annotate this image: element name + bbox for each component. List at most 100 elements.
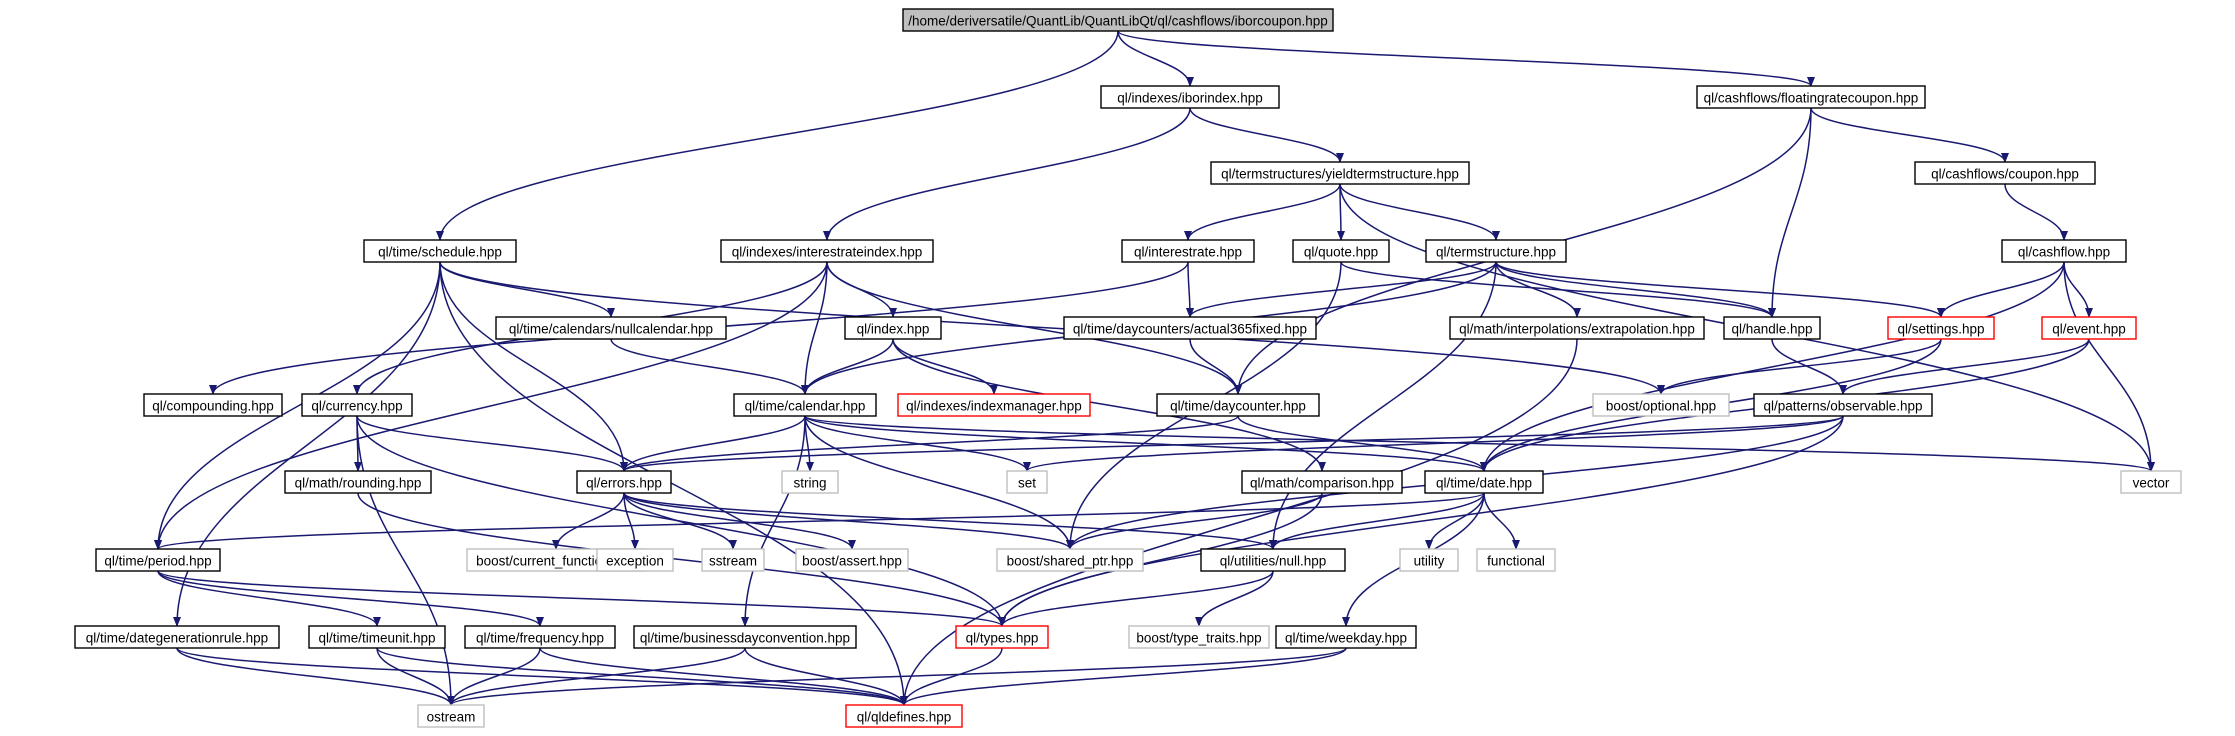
node-box-errors[interactable]	[576, 470, 672, 494]
node-types[interactable]: ql/types.hpp	[955, 625, 1049, 649]
node-box-utility[interactable]	[1399, 548, 1459, 572]
node-timeunit[interactable]: ql/time/timeunit.hpp	[308, 625, 446, 649]
node-box-shared_ptr[interactable]	[996, 548, 1144, 572]
node-box-index[interactable]	[844, 316, 942, 340]
node-indexmanager[interactable]: ql/indexes/indexmanager.hpp	[897, 393, 1091, 417]
node-extrapolation[interactable]: ql/math/interpolations/extrapolation.hpp	[1449, 316, 1705, 340]
node-weekday[interactable]: ql/time/weekday.hpp	[1275, 625, 1417, 649]
node-label-weekday: ql/time/weekday.hpp	[1285, 631, 1407, 646]
node-box-calendar[interactable]	[733, 393, 877, 417]
node-box-indexmanager[interactable]	[897, 393, 1091, 417]
node-box-sstream[interactable]	[701, 548, 765, 572]
node-box-quote[interactable]	[1292, 239, 1390, 263]
node-box-cashflow[interactable]	[2001, 239, 2127, 263]
node-box-currency[interactable]	[301, 393, 413, 417]
node-termstructure[interactable]: ql/termstructure.hpp	[1425, 239, 1567, 263]
node-box-types[interactable]	[955, 625, 1049, 649]
node-null[interactable]: ql/utilities/null.hpp	[1200, 548, 1346, 572]
node-compounding[interactable]: ql/compounding.hpp	[143, 393, 283, 417]
node-set[interactable]: set	[1006, 470, 1048, 494]
node-box-floatingratecoupon[interactable]	[1696, 85, 1926, 109]
node-box-nullcalendar[interactable]	[495, 316, 727, 340]
node-box-optional[interactable]	[1592, 393, 1730, 417]
node-box-root[interactable]	[902, 8, 1334, 32]
node-string[interactable]: string	[781, 470, 839, 494]
node-assert[interactable]: boost/assert.hpp	[795, 548, 909, 572]
node-coupon[interactable]: ql/cashflows/coupon.hpp	[1914, 161, 2096, 185]
node-actual365fixed[interactable]: ql/time/daycounters/actual365fixed.hpp	[1063, 316, 1317, 340]
node-box-interestrate[interactable]	[1121, 239, 1255, 263]
node-box-event[interactable]	[2041, 316, 2137, 340]
node-label-daycounter: ql/time/daycounter.hpp	[1170, 399, 1306, 414]
node-box-settings[interactable]	[1887, 316, 1995, 340]
node-comparison[interactable]: ql/math/comparison.hpp	[1241, 470, 1403, 494]
node-functional[interactable]: functional	[1476, 548, 1556, 572]
node-qldefines[interactable]: ql/qldefines.hpp	[845, 704, 963, 728]
node-currency[interactable]: ql/currency.hpp	[301, 393, 413, 417]
node-vector[interactable]: vector	[2120, 470, 2182, 494]
node-box-daycounter[interactable]	[1156, 393, 1320, 417]
node-box-string[interactable]	[781, 470, 839, 494]
node-exception[interactable]: exception	[596, 548, 674, 572]
node-box-interestrateindex[interactable]	[720, 239, 934, 263]
node-box-iborindex[interactable]	[1100, 85, 1280, 109]
node-index[interactable]: ql/index.hpp	[844, 316, 942, 340]
node-yieldtermstructure[interactable]: ql/termstructures/yieldtermstructure.hpp	[1210, 161, 1470, 185]
node-box-comparison[interactable]	[1241, 470, 1403, 494]
node-settings[interactable]: ql/settings.hpp	[1887, 316, 1995, 340]
node-box-set[interactable]	[1006, 470, 1048, 494]
node-box-timeunit[interactable]	[308, 625, 446, 649]
node-box-type_traits[interactable]	[1128, 625, 1270, 649]
node-optional[interactable]: boost/optional.hpp	[1592, 393, 1730, 417]
node-interestrateindex[interactable]: ql/indexes/interestrateindex.hpp	[720, 239, 934, 263]
node-utility[interactable]: utility	[1399, 548, 1459, 572]
node-root[interactable]: /home/deriversatile/QuantLib/QuantLibQt/…	[902, 8, 1334, 32]
node-box-assert[interactable]	[795, 548, 909, 572]
node-handle[interactable]: ql/handle.hpp	[1723, 316, 1821, 340]
node-box-qldefines[interactable]	[845, 704, 963, 728]
node-shared_ptr[interactable]: boost/shared_ptr.hpp	[996, 548, 1144, 572]
node-box-observable[interactable]	[1753, 393, 1933, 417]
node-box-yieldtermstructure[interactable]	[1210, 161, 1470, 185]
node-box-compounding[interactable]	[143, 393, 283, 417]
node-box-handle[interactable]	[1723, 316, 1821, 340]
node-dategenerationrule[interactable]: ql/time/dategenerationrule.hpp	[74, 625, 280, 649]
node-errors[interactable]: ql/errors.hpp	[576, 470, 672, 494]
node-box-rounding[interactable]	[284, 470, 432, 494]
node-box-frequency[interactable]	[464, 625, 616, 649]
node-box-date[interactable]	[1424, 470, 1544, 494]
node-nullcalendar[interactable]: ql/time/calendars/nullcalendar.hpp	[495, 316, 727, 340]
node-observable[interactable]: ql/patterns/observable.hpp	[1753, 393, 1933, 417]
node-type_traits[interactable]: boost/type_traits.hpp	[1128, 625, 1270, 649]
node-quote[interactable]: ql/quote.hpp	[1292, 239, 1390, 263]
node-cashflow[interactable]: ql/cashflow.hpp	[2001, 239, 2127, 263]
node-box-functional[interactable]	[1476, 548, 1556, 572]
node-rounding[interactable]: ql/math/rounding.hpp	[284, 470, 432, 494]
node-box-actual365fixed[interactable]	[1063, 316, 1317, 340]
node-box-exception[interactable]	[596, 548, 674, 572]
node-box-dategenerationrule[interactable]	[74, 625, 280, 649]
node-box-extrapolation[interactable]	[1449, 316, 1705, 340]
node-box-businessdayconvention[interactable]	[633, 625, 857, 649]
node-box-period[interactable]	[95, 548, 221, 572]
node-frequency[interactable]: ql/time/frequency.hpp	[464, 625, 616, 649]
node-calendar[interactable]: ql/time/calendar.hpp	[733, 393, 877, 417]
node-box-vector[interactable]	[2120, 470, 2182, 494]
node-event[interactable]: ql/event.hpp	[2041, 316, 2137, 340]
node-interestrate[interactable]: ql/interestrate.hpp	[1121, 239, 1255, 263]
node-businessdayconvention[interactable]: ql/time/businessdayconvention.hpp	[633, 625, 857, 649]
node-date[interactable]: ql/time/date.hpp	[1424, 470, 1544, 494]
node-iborindex[interactable]: ql/indexes/iborindex.hpp	[1100, 85, 1280, 109]
node-box-null[interactable]	[1200, 548, 1346, 572]
node-schedule[interactable]: ql/time/schedule.hpp	[363, 239, 517, 263]
node-box-termstructure[interactable]	[1425, 239, 1567, 263]
node-daycounter[interactable]: ql/time/daycounter.hpp	[1156, 393, 1320, 417]
node-box-weekday[interactable]	[1275, 625, 1417, 649]
node-period[interactable]: ql/time/period.hpp	[95, 548, 221, 572]
node-box-ostream[interactable]	[417, 704, 485, 728]
node-ostream[interactable]: ostream	[417, 704, 485, 728]
node-box-coupon[interactable]	[1914, 161, 2096, 185]
node-box-schedule[interactable]	[363, 239, 517, 263]
node-sstream[interactable]: sstream	[701, 548, 765, 572]
node-floatingratecoupon[interactable]: ql/cashflows/floatingratecoupon.hpp	[1696, 85, 1926, 109]
